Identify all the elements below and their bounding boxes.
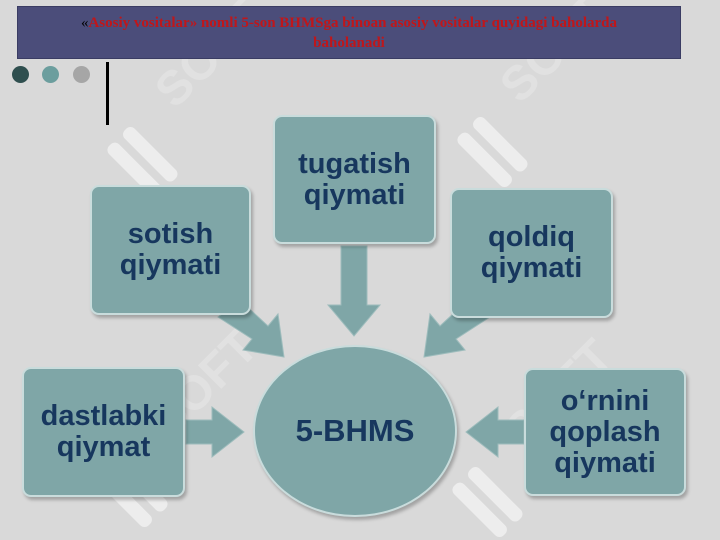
node-tugatish: tugatish qiymati	[273, 115, 436, 244]
arrow-ornini	[465, 405, 525, 459]
node-dastlabki-label: dastlabki qiymat	[40, 400, 167, 463]
title-text: Asosiy vositalar» nomli 5-son BHMSga bin…	[88, 15, 618, 51]
arrow-tugatish	[326, 245, 382, 337]
node-qoldiq: qoldiq qiymati	[450, 188, 613, 318]
node-qoldiq-label: qoldiq qiymati	[480, 221, 583, 284]
node-ornini: o‘rnini qoplash qiymati	[524, 368, 686, 496]
arrow-dastlabki	[185, 405, 245, 459]
node-sotish-label: sotish qiymati	[119, 218, 222, 281]
title-banner: «Asosiy vositalar» nomli 5-son BHMSga bi…	[17, 6, 681, 59]
dot-1	[12, 66, 29, 83]
dot-2	[42, 66, 59, 83]
center-node-label: 5-BHMS	[295, 413, 415, 448]
center-node: 5-BHMS	[253, 345, 457, 517]
node-ornini-label: o‘rnini qoplash qiymati	[549, 384, 661, 479]
dot-3	[73, 66, 90, 83]
node-sotish: sotish qiymati	[90, 185, 251, 315]
node-dastlabki: dastlabki qiymat	[22, 367, 185, 497]
divider-line	[106, 62, 109, 125]
node-tugatish-label: tugatish qiymati	[298, 147, 411, 211]
title-open-quote: «	[80, 15, 89, 31]
